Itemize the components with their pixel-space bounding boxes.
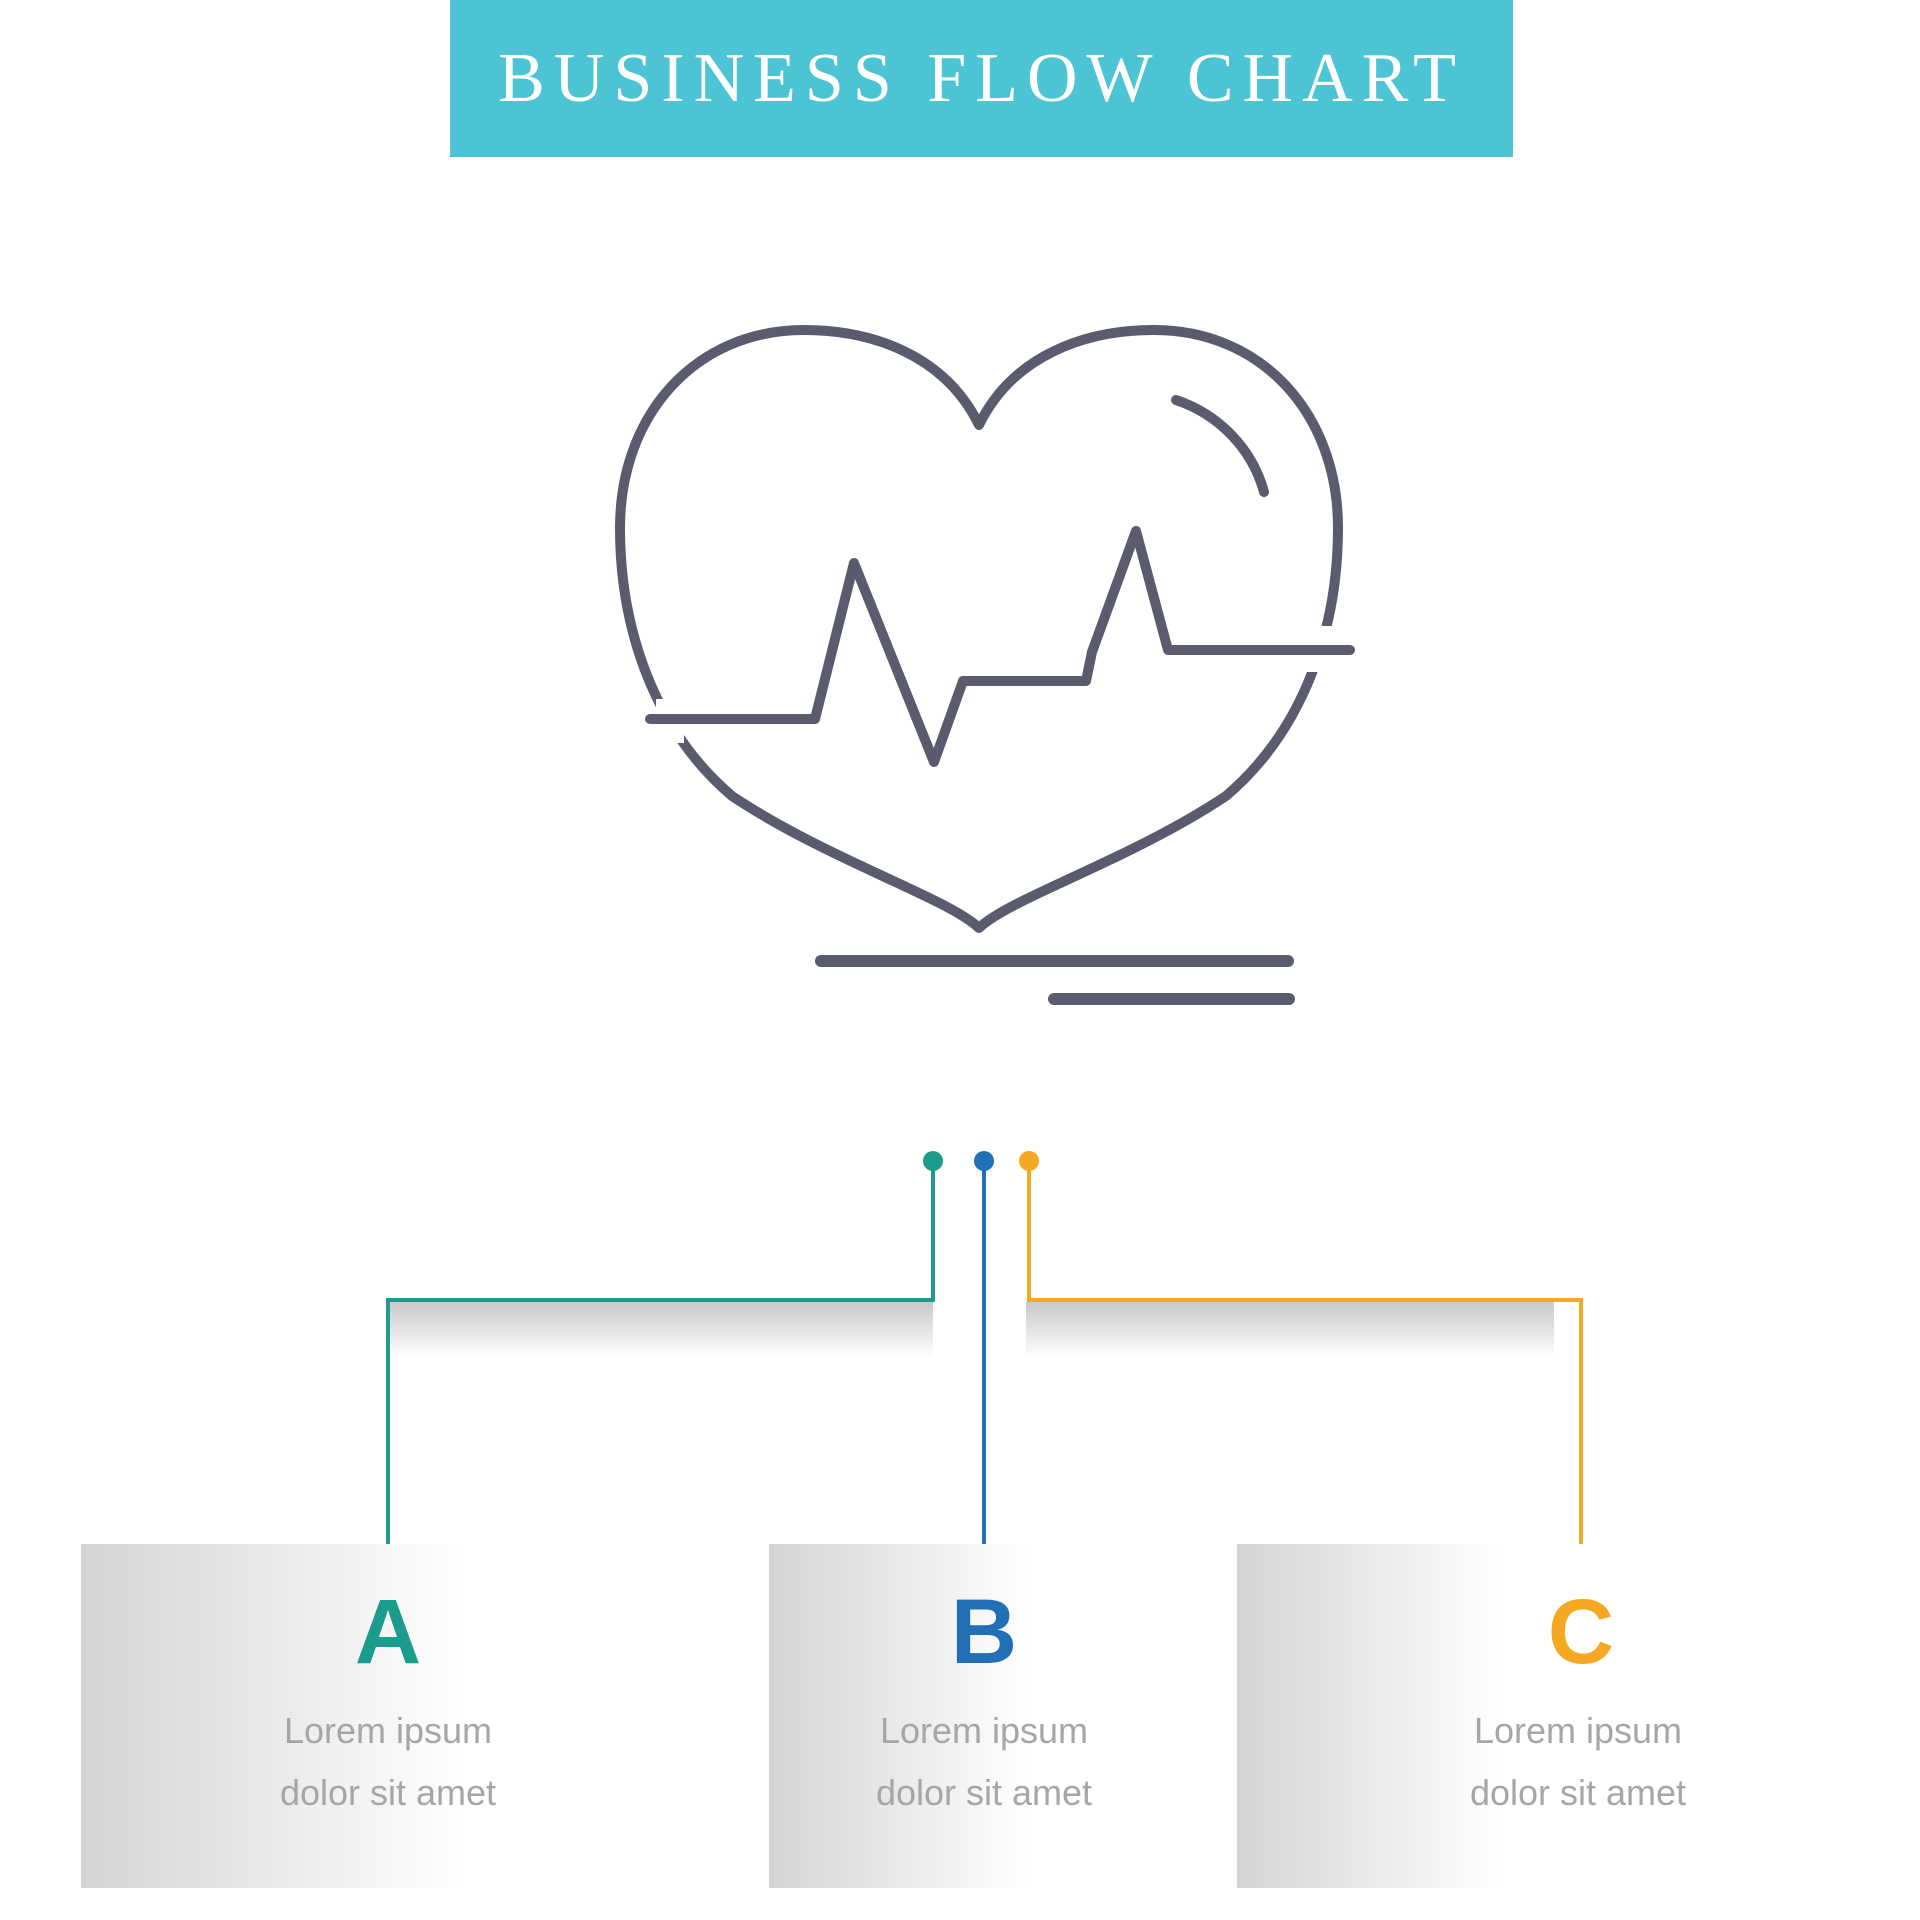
heartbeat-heart-icon	[580, 300, 1370, 1040]
branch-a-connector-horizontal	[386, 1298, 935, 1302]
shadow-bar-right	[1026, 1302, 1554, 1358]
heart-outline	[615, 325, 1343, 933]
branch-a-description: Lorem ipsum dolor sit amet	[280, 1700, 496, 1824]
branch-a-connector-vertical	[386, 1298, 390, 1563]
branch-a-description-line1: Lorem ipsum	[283, 1710, 493, 1751]
branch-c-description-line2: dolor sit amet	[1469, 1772, 1687, 1813]
heart-shine	[1171, 395, 1269, 497]
branch-b-connector-vertical	[982, 1161, 986, 1563]
branch-c-connector-vertical	[1579, 1298, 1583, 1563]
branch-c-dot	[1019, 1151, 1039, 1171]
branch-c-panel	[1237, 1544, 1681, 1888]
shadow-bar-left	[388, 1302, 933, 1358]
branch-a-letter: A	[354, 1581, 422, 1683]
ecg-pulse-line	[645, 526, 1355, 767]
branch-b-letter: B	[950, 1581, 1018, 1683]
branch-a-connector-drop	[931, 1161, 935, 1300]
page-title: BUSINESS FLOW CHART	[498, 39, 1465, 117]
branch-c-description: Lorem ipsum dolor sit amet	[1470, 1700, 1686, 1824]
branch-b-description-line2: dolor sit amet	[875, 1772, 1093, 1813]
branch-a-dot	[923, 1151, 943, 1171]
branch-b-dot	[974, 1151, 994, 1171]
branch-b-panel	[769, 1544, 1206, 1888]
title-banner: BUSINESS FLOW CHART	[450, 0, 1513, 157]
heartbeat-heart-svg	[615, 325, 1355, 1005]
branch-b-description: Lorem ipsum dolor sit amet	[876, 1700, 1092, 1824]
branch-c-letter: C	[1547, 1581, 1615, 1683]
branch-c-connector-horizontal	[1027, 1298, 1583, 1302]
branch-a-panel	[81, 1544, 725, 1888]
branch-c-description-line1: Lorem ipsum	[1473, 1710, 1683, 1751]
branch-b-description-line1: Lorem ipsum	[879, 1710, 1089, 1751]
branch-c-connector-drop	[1027, 1161, 1031, 1300]
branch-a-description-line2: dolor sit amet	[279, 1772, 497, 1813]
